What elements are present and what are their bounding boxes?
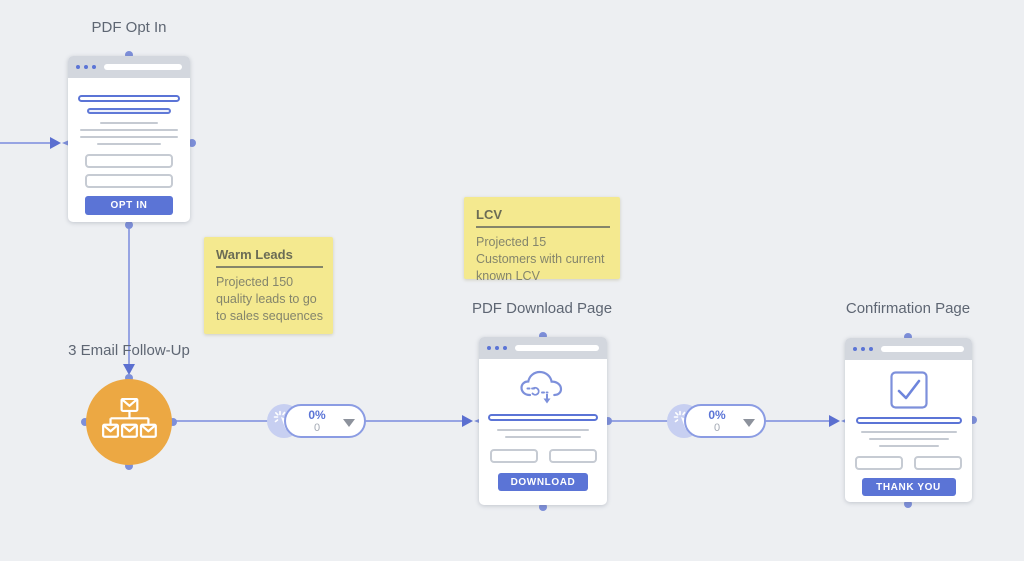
email-sequence-icon [102, 398, 157, 438]
placeholder-headline [488, 414, 598, 421]
browser-dot-icon [503, 346, 507, 350]
browser-dot-icon [84, 65, 88, 69]
placeholder-input [85, 174, 173, 188]
sticky-note-warm-leads[interactable]: Warm Leads Projected 150 quality leads t… [204, 237, 333, 334]
placeholder-line [97, 143, 161, 145]
browser-dot-icon [495, 346, 499, 350]
placeholder-line [80, 129, 178, 131]
placeholder-input [914, 456, 962, 470]
address-bar [881, 346, 964, 352]
browser-dot-icon [487, 346, 491, 350]
placeholder-headline [78, 95, 180, 102]
download-button: DOWNLOAD [498, 473, 588, 491]
browser-bar [479, 337, 607, 359]
conversion-stat-badge[interactable]: 0% 0 [684, 404, 766, 438]
stat-percent: 0% [708, 407, 726, 422]
browser-bar [845, 338, 972, 360]
node-pdf-opt-in[interactable]: OPT IN [68, 56, 190, 222]
node-title-pdf-download[interactable]: PDF Download Page [471, 300, 613, 317]
opt-in-button: OPT IN [85, 196, 173, 215]
placeholder-input [489, 449, 538, 463]
browser-dot-icon [76, 65, 80, 69]
placeholder-subhead [87, 108, 171, 114]
browser-bar [68, 56, 190, 78]
address-bar [515, 345, 599, 351]
chevron-down-icon[interactable] [343, 419, 355, 427]
sticky-note-lcv[interactable]: LCV Projected 15 Customers with current … [464, 197, 620, 283]
placeholder-input [85, 154, 173, 168]
browser-dot-icon [92, 65, 96, 69]
address-bar [104, 64, 182, 70]
placeholder-line [878, 445, 939, 447]
stat-count: 0 [713, 421, 721, 434]
browser-dot-icon [869, 347, 873, 351]
placeholder-line [505, 436, 581, 438]
note-title: Warm Leads [216, 247, 323, 268]
placeholder-line [868, 438, 949, 440]
placeholder-line [80, 136, 178, 138]
thank-you-button: THANK YOU [861, 478, 956, 496]
placeholder-line [860, 431, 957, 433]
checkbox-checked-icon [889, 371, 928, 409]
chevron-down-icon[interactable] [743, 419, 755, 427]
browser-dot-icon [853, 347, 857, 351]
node-email-follow-up[interactable] [86, 379, 172, 465]
stat-count: 0 [313, 421, 321, 434]
node-pdf-download[interactable]: DOWNLOAD [479, 337, 607, 505]
node-title-pdf-opt-in[interactable]: PDF Opt In [91, 19, 167, 36]
placeholder-input [548, 449, 597, 463]
node-title-confirmation[interactable]: Confirmation Page [845, 300, 971, 317]
node-title-email-follow-up[interactable]: 3 Email Follow-Up [68, 342, 190, 359]
connector-optin-to-email [123, 229, 135, 375]
placeholder-line [497, 429, 589, 431]
connector-incoming-opt-in [0, 137, 74, 149]
placeholder-headline [855, 417, 962, 424]
note-body: Projected 15 Customers with current know… [476, 235, 605, 283]
node-confirmation[interactable]: THANK YOU [845, 338, 972, 502]
stat-percent: 0% [308, 407, 326, 422]
placeholder-line [100, 122, 158, 124]
conversion-stat-badge[interactable]: 0% 0 [284, 404, 366, 438]
browser-dot-icon [861, 347, 865, 351]
cloud-download-icon [520, 370, 563, 404]
note-body: Projected 150 quality leads to go to sal… [216, 275, 324, 323]
note-title: LCV [476, 207, 610, 228]
placeholder-input [855, 456, 903, 470]
